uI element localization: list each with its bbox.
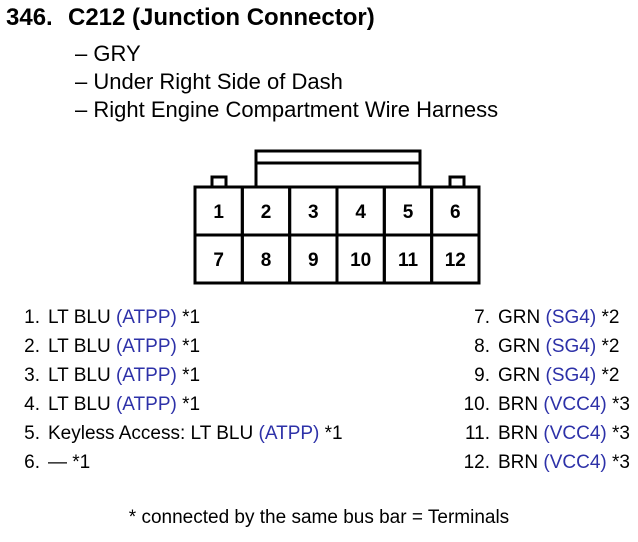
pin-note: *2: [601, 307, 620, 328]
pin-note: *2: [601, 336, 620, 357]
pin-entry: 5. Keyless Access: LT BLU (ATPP) *1: [18, 419, 343, 448]
pin-note: *1: [72, 452, 91, 473]
connector-details: GRY Under Right Side of Dash Right Engin…: [75, 40, 498, 124]
pin-wire: BRN: [498, 452, 539, 473]
cavity-number: 10: [350, 250, 371, 271]
pin-signal: (VCC4): [543, 452, 607, 473]
pin-wire: —: [48, 452, 67, 473]
pin-signal: (VCC4): [543, 394, 607, 415]
pin-number: 4.: [24, 394, 40, 415]
pin-signal: (SG4): [545, 365, 597, 386]
pin-number: 11.: [464, 423, 490, 444]
pin-signal: (ATPP): [258, 423, 320, 444]
pin-list-left: 1. LT BLU (ATPP) *1 2. LT BLU (ATPP) *1 3.…: [18, 303, 343, 477]
pin-number: 9.: [474, 365, 490, 386]
pin-note: *1: [182, 336, 201, 357]
pin-wire: GRN: [498, 336, 541, 357]
pin-number: 3.: [24, 365, 40, 386]
pin-signal: (ATPP): [115, 365, 177, 386]
pin-number: 2.: [24, 336, 40, 357]
cavity-number: 9: [308, 250, 319, 271]
cavity-number: 7: [213, 250, 224, 271]
pin-wire: BRN: [498, 394, 539, 415]
connector-right-tab: [448, 175, 466, 187]
pin-wire: LT BLU: [48, 307, 111, 328]
detail-harness: Right Engine Compartment Wire Harness: [75, 96, 498, 124]
connector-number: 346.: [6, 4, 53, 31]
pin-entry: 4. LT BLU (ATPP) *1: [18, 390, 343, 419]
pin-entry: 1. LT BLU (ATPP) *1: [18, 303, 343, 332]
pin-signal: (ATPP): [115, 336, 177, 357]
pin-number: 8.: [474, 336, 490, 357]
cavity-number: 5: [403, 202, 414, 223]
pin-signal: (ATPP): [115, 307, 177, 328]
cavity-number: 11: [398, 250, 419, 271]
bus-bar-footnote: * connected by the same bus bar = Termin…: [128, 507, 510, 528]
detail-location: Under Right Side of Dash: [75, 68, 498, 96]
page-title: 346. C212 (Junction Connector): [6, 4, 375, 32]
pin-wire: LT BLU: [48, 394, 111, 415]
cavity-number: 8: [261, 250, 272, 271]
pin-wire: BRN: [498, 423, 539, 444]
pin-note: *3: [612, 452, 630, 473]
pin-number: 6.: [24, 452, 40, 473]
cavity-number: 12: [445, 250, 466, 271]
pin-wire: GRN: [498, 307, 541, 328]
connector-title: C212 (Junction Connector): [68, 4, 375, 31]
connector-cavity: [430, 233, 481, 285]
pin-entry: 12. BRN (VCC4) *3: [458, 448, 630, 477]
pin-signal: (VCC4): [543, 423, 607, 444]
pin-wire: Keyless Access: LT BLU: [48, 423, 254, 444]
cavity-number: 4: [355, 202, 366, 223]
cavity-number: 6: [450, 202, 461, 223]
connector-latch: [254, 149, 422, 189]
pin-note: *1: [182, 307, 201, 328]
pin-number: 5.: [24, 423, 40, 444]
pin-entry: 8. GRN (SG4) *2: [458, 332, 630, 361]
pin-note: *1: [182, 394, 201, 415]
pin-entry: 10. BRN (VCC4) *3: [458, 390, 630, 419]
cavity-number: 3: [308, 202, 319, 223]
pin-wire: GRN: [498, 365, 541, 386]
cavity-number: 2: [261, 202, 272, 223]
cavity-number: 1: [213, 202, 224, 223]
pin-signal: (SG4): [545, 336, 597, 357]
pin-list-right: 7. GRN (SG4) *2 8. GRN (SG4) *2 9. GRN (SG4…: [458, 303, 630, 477]
detail-color: GRY: [75, 40, 498, 68]
pin-entry: 9. GRN (SG4) *2: [458, 361, 630, 390]
pin-number: 7.: [474, 307, 490, 328]
pin-note: *1: [324, 423, 343, 444]
pin-note: *3: [612, 394, 630, 415]
pin-note: *1: [182, 365, 201, 386]
pin-number: 12.: [463, 452, 490, 473]
connector-left-tab: [210, 175, 228, 187]
pin-wire: LT BLU: [48, 365, 111, 386]
pin-note: *3: [612, 423, 630, 444]
pin-number: 10.: [463, 394, 490, 415]
pin-entry: 7. GRN (SG4) *2: [458, 303, 630, 332]
pin-note: *2: [601, 365, 620, 386]
pin-wire: LT BLU: [48, 336, 111, 357]
pin-signal: (SG4): [545, 307, 597, 328]
pin-entry: 6. — *1: [18, 448, 343, 477]
pin-entry: 3. LT BLU (ATPP) *1: [18, 361, 343, 390]
pin-signal: (ATPP): [115, 394, 177, 415]
pin-number: 1.: [24, 307, 40, 328]
pin-entry: 11. BRN (VCC4) *3: [458, 419, 630, 448]
pin-entry: 2. LT BLU (ATPP) *1: [18, 332, 343, 361]
